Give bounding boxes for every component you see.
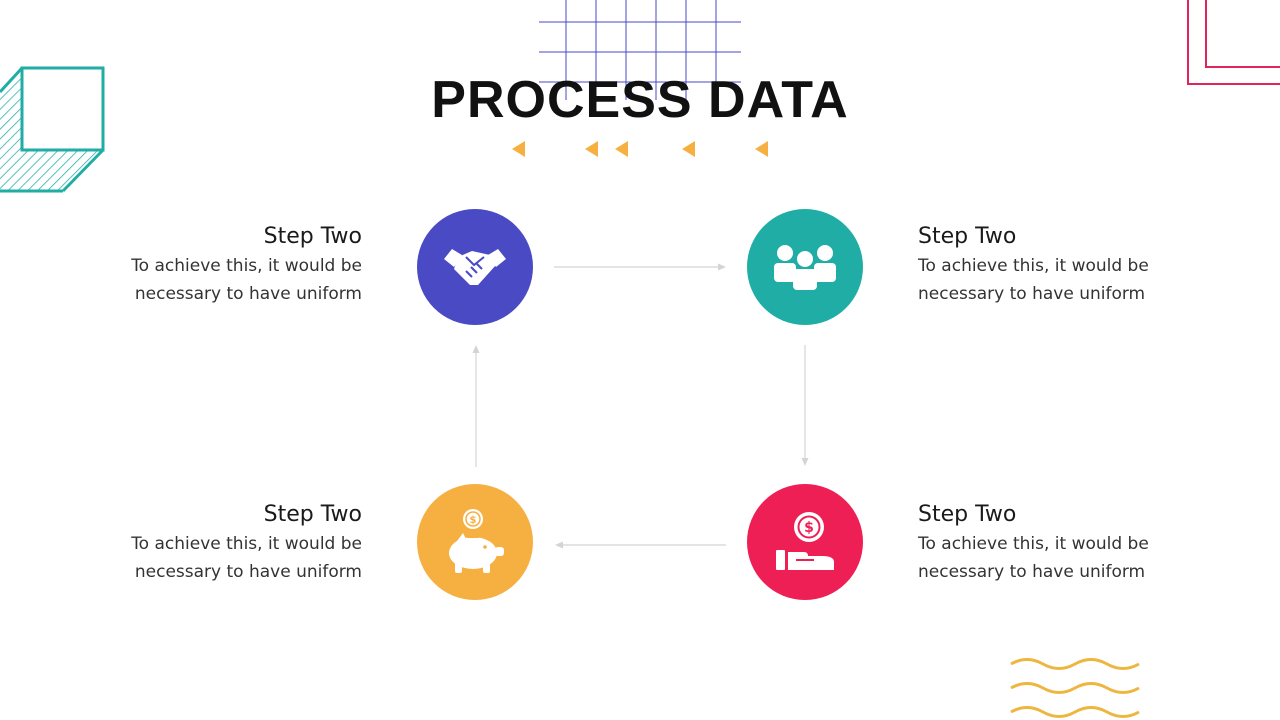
step-1-text: Step Two To achieve this, it would be ne… (102, 222, 362, 308)
connector-arrows (472, 263, 809, 549)
frame-decoration (1187, 0, 1280, 85)
step-4-desc-line2: necessary to have uniform (918, 562, 1146, 582)
cube-decoration (0, 66, 105, 193)
step-1-desc-line1: To achieve this, it would be (131, 256, 362, 276)
step-2-desc-line1: To achieve this, it would be (918, 256, 1149, 276)
arrow-left (555, 541, 726, 549)
step-1-desc-line2: necessary to have uniform (134, 284, 362, 304)
step-2-circle (747, 209, 863, 325)
step-4-text: Step Two To achieve this, it would be ne… (918, 500, 1178, 586)
step-2-text: Step Two To achieve this, it would be ne… (918, 222, 1178, 308)
page-title: PROCESS DATA (431, 71, 849, 129)
step-1-circle (417, 209, 533, 325)
grid-decoration (539, 0, 741, 100)
step-4-desc-line1: To achieve this, it would be (918, 534, 1149, 554)
step-1-title: Step Two (263, 224, 362, 249)
svg-text:$: $ (470, 515, 477, 526)
arrow-down (801, 345, 809, 466)
team-icon (774, 245, 836, 290)
arrow-right (554, 263, 726, 271)
triangles-decoration (512, 141, 768, 157)
step-4-circle: $ (747, 484, 863, 600)
step-4-title: Step Two (918, 502, 1017, 527)
step-3-title: Step Two (263, 502, 362, 527)
step-3-desc-line1: To achieve this, it would be (131, 534, 362, 554)
hand-coin-icon: $ (776, 512, 834, 570)
handshake-icon (444, 249, 506, 285)
step-3-desc-line2: necessary to have uniform (134, 562, 362, 582)
svg-text:$: $ (804, 520, 814, 536)
step-2-title: Step Two (918, 224, 1017, 249)
arrow-up (472, 345, 480, 467)
wave-decoration (1010, 658, 1140, 718)
step-3-circle: $ (417, 484, 533, 600)
step-3-text: Step Two To achieve this, it would be ne… (102, 500, 362, 586)
step-2-desc-line2: necessary to have uniform (918, 284, 1146, 304)
piggy-bank-icon: $ (449, 509, 504, 573)
